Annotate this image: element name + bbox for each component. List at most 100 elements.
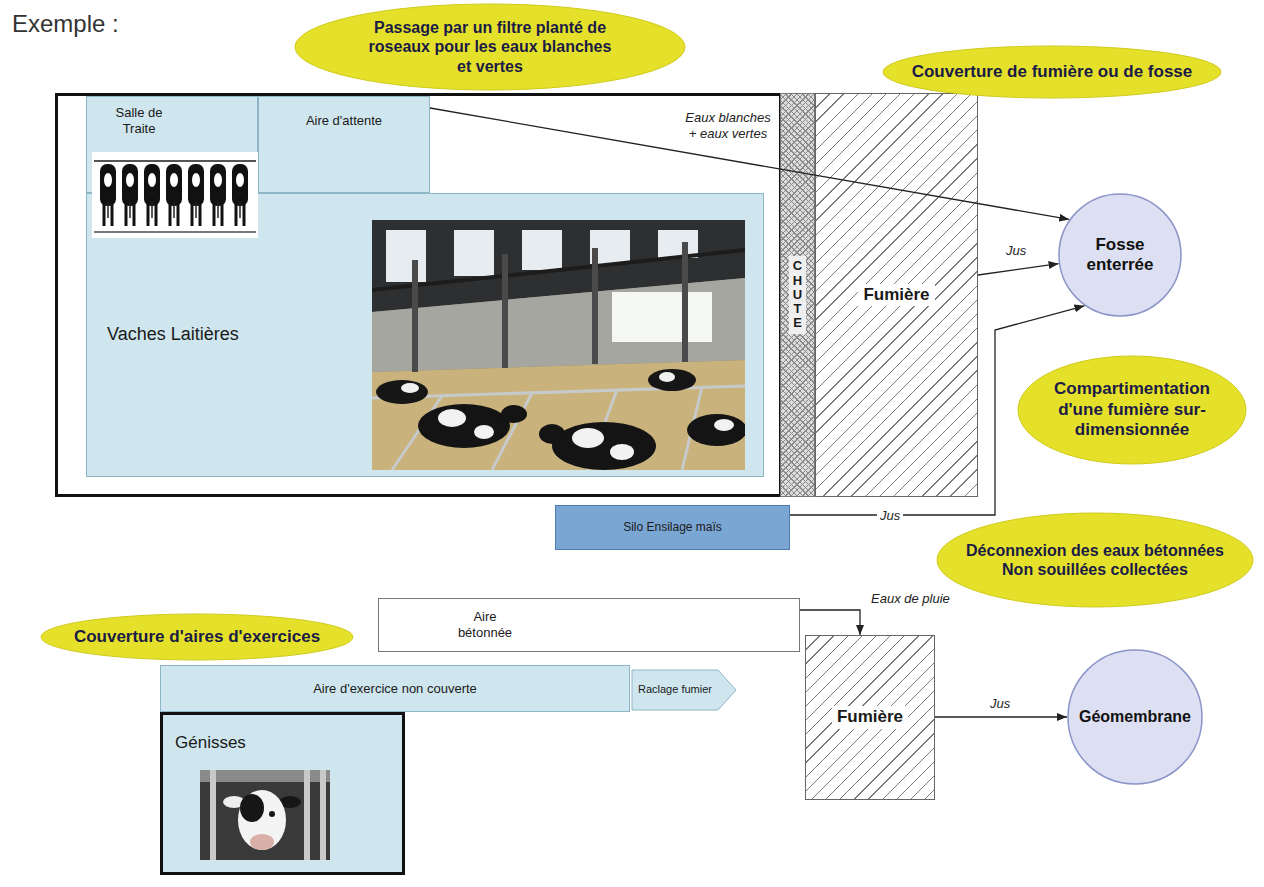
flow-arrow [430, 108, 1069, 219]
edge-label: Jus [877, 508, 903, 524]
illustration-part [659, 372, 675, 382]
block-arrow-shape [632, 670, 736, 710]
illustration-part [682, 242, 688, 362]
edge-label-holder: Jus [877, 506, 903, 524]
node-text: CHUTE [789, 256, 806, 333]
illustration-part [188, 164, 204, 226]
circle-shape [1068, 650, 1202, 784]
node-text: Aire d'attente [306, 113, 382, 129]
node-text: Fosse enterrée [1073, 235, 1168, 276]
node-text: Vaches Laitières [107, 324, 239, 346]
edge-label: Eaux de pluie [868, 591, 953, 607]
illustration-part [501, 405, 527, 423]
node-text: Fumière [832, 706, 908, 728]
illustration-part [714, 419, 734, 431]
illustration-part [552, 422, 656, 470]
illustration-part [166, 164, 182, 226]
illustration-part [412, 260, 418, 372]
illustration-part [648, 369, 696, 391]
callout-ellipse-shape [41, 614, 353, 660]
node-text: Déconnexion des eaux bétonnées Non souil… [963, 541, 1228, 579]
node-text: Salle de Traite [107, 105, 171, 136]
title-holder: Exemple : [12, 10, 119, 38]
circle-shape [1059, 194, 1181, 316]
manure-store: Fumière [805, 635, 935, 800]
illustration-part [210, 770, 216, 860]
node-text: Raclage fumier [638, 683, 712, 696]
illustration-part [474, 425, 494, 439]
illustration-part [418, 404, 510, 448]
manure-store: Fumière [815, 93, 978, 497]
silage-silo: Silo Ensilage maïs [555, 505, 790, 550]
illustration-part [94, 231, 256, 233]
manure-chute: CHUTE [780, 93, 815, 497]
illustration-part [200, 770, 330, 782]
illustration-part [100, 164, 116, 226]
illustration-part [240, 794, 264, 822]
illustration-part [232, 164, 248, 226]
callout-ellipse-shape [1018, 356, 1246, 464]
illustration-part [612, 292, 712, 342]
flow-arrow [935, 716, 1067, 717]
flow-arrow [978, 264, 1059, 275]
illustration-part [572, 428, 604, 448]
illustration-part [522, 230, 562, 270]
waiting-area-box: Aire d'attente [258, 96, 430, 193]
illustration-part [200, 770, 330, 860]
illustration-part [438, 409, 466, 427]
illustration-part [250, 834, 274, 850]
node-text: Silo Ensilage maïs [623, 520, 722, 534]
edge-label: Jus [987, 696, 1013, 712]
illustration-part [539, 424, 565, 444]
callout-ellipse-shape [937, 513, 1253, 607]
edge-label: Eaux blanches + eaux vertes [679, 110, 777, 141]
node-text: Aire bétonnée [449, 609, 521, 640]
illustration-part [238, 790, 286, 850]
illustration-part [610, 444, 634, 460]
illustration-part [372, 278, 745, 372]
edge-label-holder: Jus [1003, 241, 1029, 259]
concrete-yard: Aire bétonnée [378, 598, 800, 652]
illustration-part [304, 770, 310, 860]
edge-label-holder: Jus [987, 694, 1013, 712]
illustration-part [122, 164, 138, 226]
illustration-part [269, 811, 275, 817]
illustration-part [210, 164, 226, 226]
flow-arrow [800, 610, 860, 635]
callout-ellipse-shape [883, 46, 1221, 98]
dairy-barn-photo [372, 220, 745, 470]
callout-ellipse: Couverture de fumière ou de fosse [882, 45, 1222, 99]
callout-ellipse: Compartimentation d'une fumière sur-dime… [1017, 355, 1247, 465]
node-text: Aire d'exercice non couverte [313, 681, 477, 697]
illustration-part [320, 770, 326, 860]
illustration-part [592, 248, 598, 364]
illustration-part [372, 360, 745, 470]
geomembrane-lagoon: Géomembrane [1067, 649, 1203, 785]
uncovered-exercise-yard: Aire d'exercice non couverte [160, 665, 630, 712]
node-text: Compartimentation d'une fumière sur-dime… [1050, 379, 1215, 440]
illustration-part [401, 383, 419, 393]
illustration-part [144, 164, 160, 226]
callout-ellipse: Couverture d'aires d'exercices [40, 613, 354, 661]
callout-ellipse: Déconnexion des eaux bétonnées Non souil… [936, 512, 1254, 608]
illustration-part [92, 152, 258, 238]
ellipse-outline [936, 512, 1254, 608]
flow-arrow [790, 306, 1084, 515]
edge-label-holder: Eaux de pluie [868, 589, 953, 607]
milking-parlour-photo [92, 152, 258, 238]
callout-ellipse: Passage par un filtre planté de roseaux … [294, 3, 686, 91]
edge-label-holder: Eaux blanches + eaux vertes [679, 110, 777, 142]
scraping-arrow: Raclage fumier [632, 670, 736, 710]
node-text: Couverture d'aires d'exercices [74, 627, 320, 647]
illustration-part [454, 230, 494, 276]
slurry-pit: Fosse enterrée [1058, 193, 1182, 317]
heifer-photo [200, 770, 330, 860]
diagram-title: Exemple : [12, 10, 119, 38]
illustration-part [386, 230, 426, 282]
illustration-part [94, 160, 256, 162]
node-text: Géomembrane [1079, 707, 1191, 726]
node-text: Passage par un filtre planté de roseaux … [363, 18, 618, 76]
node-text: Fumière [858, 284, 934, 306]
illustration-part [376, 380, 428, 404]
